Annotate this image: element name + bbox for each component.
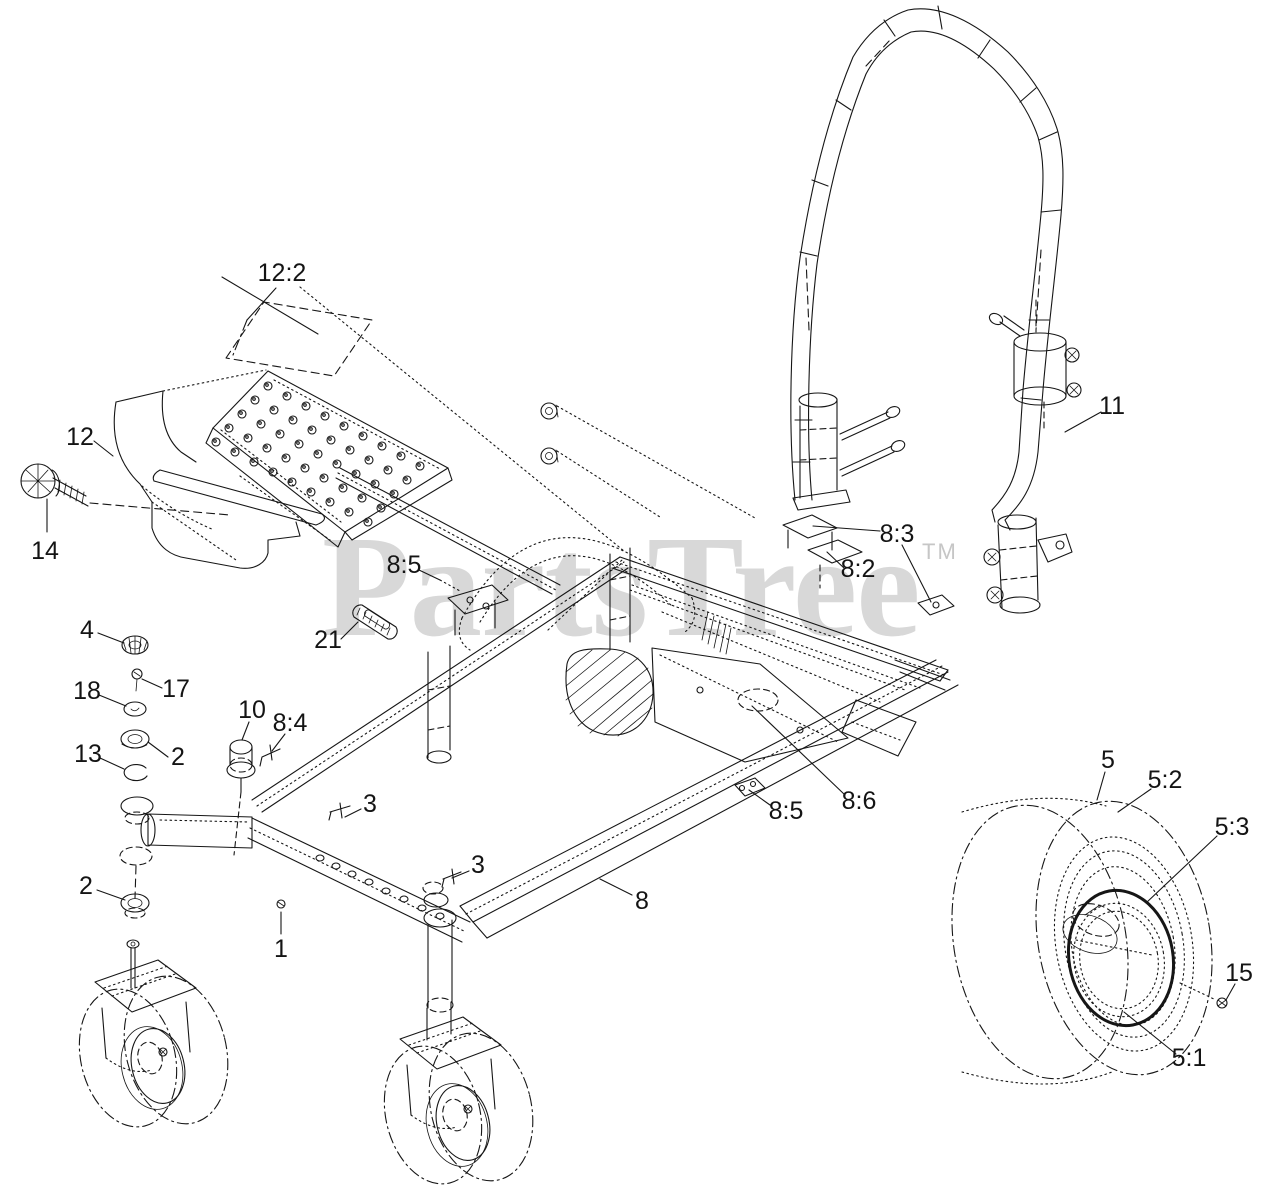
screw-1 (276, 899, 286, 909)
main-frame (119, 402, 959, 1013)
callout-label-12:2-0: 12:2 (258, 259, 307, 287)
clip-8-4 (259, 744, 281, 767)
callout-leader-18-5 (98, 694, 127, 707)
callout-leader-8-22 (599, 878, 633, 896)
clip-3a (328, 802, 351, 821)
callout-label-8:3-12: 8:3 (880, 520, 915, 548)
construction-line (299, 286, 625, 552)
callout-leader-8:5-21 (748, 789, 771, 806)
floor-pan-bracket (113, 369, 331, 569)
callout-label-8:5-11: 8:5 (387, 551, 422, 579)
rops-right-mount (983, 514, 1073, 614)
screw-17 (131, 668, 143, 692)
snap-ring-13 (123, 764, 148, 782)
washer-18 (123, 701, 147, 717)
callout-leader-8:6-20 (751, 705, 846, 796)
callout-label-21-10: 21 (314, 626, 342, 654)
callout-label-5-15: 5 (1101, 746, 1115, 774)
callout-leader-17-4 (141, 678, 163, 689)
keps-nut-4 (121, 635, 149, 655)
callout-label-13-7: 13 (74, 740, 102, 768)
rear-wheel (951, 797, 1228, 1085)
watermark: PartsTree (322, 515, 921, 660)
bearing-2b (120, 893, 150, 919)
callout-label-15-18: 15 (1225, 959, 1253, 987)
rim-bead (1066, 888, 1176, 1028)
callout-leader-5-15 (1096, 771, 1106, 801)
callout-label-8:6-20: 8:6 (842, 787, 877, 815)
callout-label-18-5: 18 (73, 677, 101, 705)
callout-leader-5:2-16 (1117, 788, 1152, 813)
callout-leader-3-23 (344, 808, 362, 818)
lug-bolt-15 (1179, 982, 1228, 1009)
small-parts-column (120, 635, 150, 919)
rops-clamp (988, 299, 1082, 431)
callout-label-3-23: 3 (363, 790, 377, 818)
callout-label-14-2: 14 (31, 537, 59, 565)
callout-leader-8:3-12 (901, 544, 932, 603)
callout-label-17-4: 17 (162, 675, 190, 703)
callout-leader-13-7 (99, 757, 125, 770)
callout-leader-5:3-17 (1145, 835, 1218, 904)
bolts-seat (540, 402, 756, 519)
rops-left-mount (792, 392, 906, 511)
callout-label-2-25: 2 (79, 872, 93, 900)
callout-leader-5:1-19 (1123, 1011, 1177, 1055)
hydro-unit (565, 648, 654, 737)
callout-leader-2-6 (147, 741, 169, 758)
callout-leader-10-8 (241, 721, 250, 741)
right-caster (383, 1001, 534, 1185)
callout-leader-12:2-0 (246, 287, 277, 321)
bearing-2a (120, 729, 150, 749)
callout-label-3-24: 3 (471, 851, 485, 879)
rops-mount-brackets (782, 514, 955, 616)
carriage-screw-14 (20, 463, 231, 516)
clip-3b (441, 868, 462, 888)
floor-pan-assembly (20, 286, 625, 569)
bushing-10 (226, 739, 256, 856)
watermark-tm: TM (922, 539, 958, 564)
ghost-plate-outline (225, 301, 373, 377)
callout-label-1-26: 1 (274, 935, 288, 963)
callout-leader-8:5-11 (418, 569, 441, 581)
watermark-text: PartsTree (322, 507, 921, 667)
callout-leader-8:2-13 (826, 551, 845, 569)
callout-label-5:2-16: 5:2 (1148, 766, 1183, 794)
callout-leader-2-25 (96, 889, 126, 901)
rail-holes (315, 854, 445, 920)
callout-label-2-6: 2 (171, 743, 185, 771)
callout-label-5:3-17: 5:3 (1215, 813, 1250, 841)
callout-leader-12:2-0 (232, 319, 248, 356)
callout-label-5:1-19: 5:1 (1172, 1044, 1207, 1072)
callout-leader-3-24 (451, 870, 470, 879)
callout-leader-4-3 (97, 632, 125, 644)
tube-ticks (792, 5, 1062, 463)
callout-label-8-22: 8 (635, 887, 649, 915)
handle-21 (352, 604, 398, 640)
callout-leader-8:5-11 (439, 579, 461, 592)
left-caster (78, 939, 229, 1128)
fender-arch (461, 537, 693, 619)
callout-label-10-8: 10 (238, 696, 266, 724)
callout-leader-21-10 (340, 621, 359, 640)
callout-label-8:4-9: 8:4 (273, 709, 308, 737)
callout-leader-15-18 (1225, 983, 1236, 1001)
callout-label-11-14: 11 (1099, 392, 1125, 420)
callout-label-4-3: 4 (80, 616, 94, 644)
callout-label-8:2-13: 8:2 (841, 555, 876, 583)
rops-bar (790, 5, 1082, 614)
perforated-plate (212, 370, 449, 533)
callout-leader-12:2-0 (221, 276, 319, 335)
callout-leader-11-14 (1064, 411, 1102, 433)
callout-leader-8:4-9 (271, 733, 286, 752)
callout-label-12-1: 12 (66, 423, 94, 451)
callout-leader-8:3-12 (812, 525, 881, 532)
callout-leader-12-1 (93, 440, 114, 457)
front-axle-tube (119, 796, 253, 899)
right-caster-post (422, 881, 457, 1013)
plate-holes (211, 381, 425, 527)
callout-label-8:5-21: 8:5 (769, 797, 804, 825)
